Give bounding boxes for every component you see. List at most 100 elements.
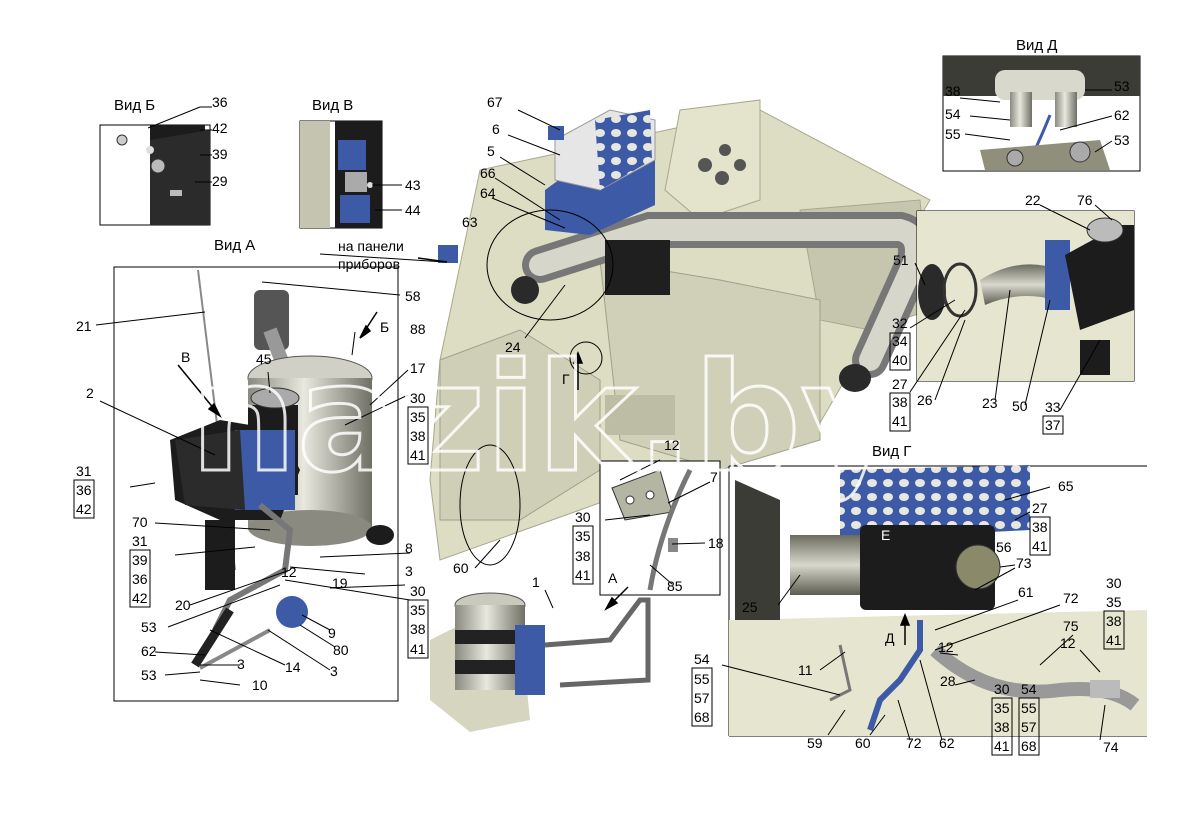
- callout-74: 74: [1103, 739, 1119, 755]
- callout-e-41: 41: [994, 738, 1010, 754]
- callout-22: 22: [1025, 192, 1041, 208]
- callout-b-30: 30: [410, 583, 426, 599]
- callout-12d: 12: [938, 639, 954, 655]
- callout-75: 75: [1063, 618, 1079, 634]
- arrow-letter-a: А: [608, 570, 618, 586]
- callout-14: 14: [285, 659, 301, 675]
- callout-36b: 36: [76, 482, 92, 498]
- callout-39b: 39: [132, 552, 148, 568]
- callout-70: 70: [132, 514, 148, 530]
- bracket-detail-panel: [599, 460, 721, 596]
- callout-55a: 55: [694, 671, 710, 687]
- callout-56: 56: [996, 539, 1012, 555]
- arrow-letter-b: Б: [380, 319, 389, 335]
- callout-d2-41: 41: [1106, 632, 1122, 648]
- callout-c-30: 30: [575, 509, 591, 525]
- callout-d2-35: 35: [1106, 594, 1122, 610]
- callout-38: 38: [892, 394, 908, 410]
- callout-3a: 3: [405, 563, 413, 579]
- callout-72a: 72: [1063, 590, 1079, 606]
- callout-62b: 62: [939, 735, 955, 751]
- callout-55b: 55: [1021, 700, 1037, 716]
- arrow-letter-d: Д: [885, 630, 895, 646]
- callout-31b: 31: [132, 533, 148, 549]
- callout-26: 26: [917, 392, 933, 408]
- callout-7: 7: [710, 469, 718, 485]
- heater-bottom-assembly: [430, 592, 651, 732]
- callout-d-53a: 53: [1114, 78, 1130, 94]
- callout-39: 39: [212, 146, 228, 162]
- callout-25: 25: [742, 599, 758, 615]
- title-view-d: Вид Д: [1016, 37, 1057, 54]
- callout-24: 24: [505, 339, 521, 355]
- callout-42c: 42: [132, 590, 148, 606]
- callout-64: 64: [480, 185, 496, 201]
- view-v-panel: [299, 120, 383, 229]
- callout-17: 17: [410, 360, 426, 376]
- duct-joint-panel: [916, 210, 1135, 382]
- callout-50: 50: [1012, 398, 1028, 414]
- callout-e-35: 35: [994, 700, 1010, 716]
- callout-9: 9: [328, 625, 336, 641]
- callout-80: 80: [333, 642, 349, 658]
- callout-85: 85: [667, 578, 683, 594]
- view-a-panel: [113, 266, 399, 702]
- leader-lines: [95, 89, 1113, 741]
- callout-76: 76: [1077, 192, 1093, 208]
- callout-d-62: 62: [1114, 107, 1130, 123]
- arrow-letter-e: Е: [881, 527, 890, 543]
- callout-12c: 12: [1060, 635, 1076, 651]
- callout-54b: 54: [1021, 681, 1037, 697]
- callout-20: 20: [175, 597, 191, 613]
- callout-68a: 68: [694, 709, 710, 725]
- callout-33: 33: [1045, 399, 1061, 415]
- callout-1: 1: [532, 574, 540, 590]
- view-g-panel: [728, 465, 1147, 737]
- callout-19: 19: [332, 575, 348, 591]
- callout-43: 43: [405, 177, 421, 193]
- callout-57b: 57: [1021, 719, 1037, 735]
- callout-b-41: 41: [410, 641, 426, 657]
- callout-frames: [73, 332, 1125, 756]
- view-arrows: [177, 257, 911, 645]
- callout-27: 27: [892, 376, 908, 392]
- callout-73: 73: [1016, 555, 1032, 571]
- callout-5: 5: [487, 143, 495, 159]
- callout-e-38: 38: [994, 719, 1010, 735]
- callout-57a: 57: [694, 690, 710, 706]
- callout-42b: 42: [76, 501, 92, 517]
- callout-72b: 72: [906, 735, 922, 751]
- callout-d2-38: 38: [1106, 613, 1122, 629]
- callout-31a: 31: [76, 463, 92, 479]
- callout-38f: 38: [1032, 519, 1048, 535]
- callout-34: 34: [892, 333, 908, 349]
- callout-8: 8: [405, 540, 413, 556]
- callout-10: 10: [252, 677, 268, 693]
- callout-65: 65: [1058, 478, 1074, 494]
- callout-18: 18: [708, 535, 724, 551]
- detail-circle-view-a: [459, 444, 521, 566]
- detail-circle-view-d: [486, 209, 614, 321]
- callout-a-41: 41: [410, 447, 426, 463]
- callout-67: 67: [487, 94, 503, 110]
- callout-11: 11: [798, 662, 813, 678]
- callout-63: 63: [462, 214, 478, 230]
- callout-60a: 60: [453, 560, 469, 576]
- callout-36: 36: [212, 94, 228, 110]
- callout-37: 37: [1045, 417, 1061, 433]
- callout-36c: 36: [132, 571, 148, 587]
- callout-2: 2: [86, 385, 94, 401]
- callout-53d: 53: [141, 667, 157, 683]
- callout-27b: 27: [1032, 500, 1048, 516]
- air-duct: [511, 212, 934, 392]
- callout-d-38: 38: [945, 83, 961, 99]
- title-view-a: Вид А: [214, 237, 255, 254]
- view-b-panel: [99, 124, 211, 226]
- callout-b-38: 38: [410, 621, 426, 637]
- callout-d-54: 54: [945, 106, 961, 122]
- callout-c-41: 41: [575, 567, 591, 583]
- callout-88: 88: [410, 321, 426, 337]
- arrow-letter-v: В: [181, 349, 190, 365]
- callout-60b: 60: [855, 735, 871, 751]
